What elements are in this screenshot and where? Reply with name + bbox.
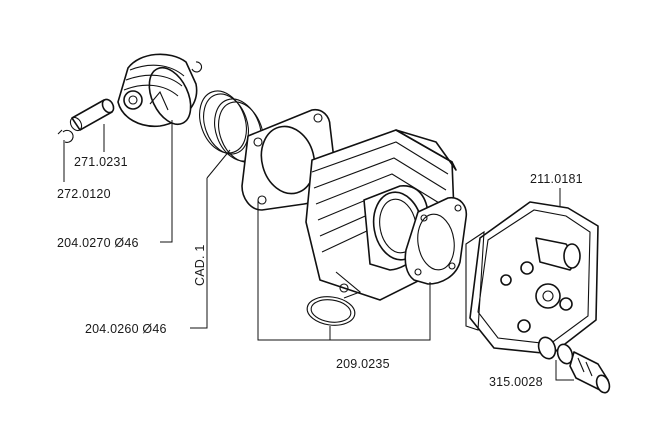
head-gasket <box>404 196 468 285</box>
leader-lines <box>63 120 574 381</box>
label-cad: CAD. 1 <box>193 245 207 287</box>
spark-plug-adapter <box>537 336 611 394</box>
cylinder-head <box>465 201 599 355</box>
label-rings: 204.0260 Ø46 <box>85 322 167 336</box>
label-cylinder-head: 211.0181 <box>530 172 583 186</box>
o-ring <box>306 296 356 326</box>
part-labels: 271.0231 272.0120 204.0270 Ø46 CAD. 1 20… <box>57 155 583 389</box>
piston <box>117 53 198 127</box>
label-circlip: 272.0120 <box>57 187 111 201</box>
piston-pin <box>69 98 115 132</box>
circlip-right <box>191 61 203 73</box>
label-piston-pin: 271.0231 <box>74 155 128 169</box>
label-piston: 204.0270 Ø46 <box>57 236 139 250</box>
label-spark-plug-adapter: 315.0028 <box>489 375 543 389</box>
label-gasket-kit: 209.0235 <box>336 357 390 371</box>
circlip-left <box>57 129 74 143</box>
